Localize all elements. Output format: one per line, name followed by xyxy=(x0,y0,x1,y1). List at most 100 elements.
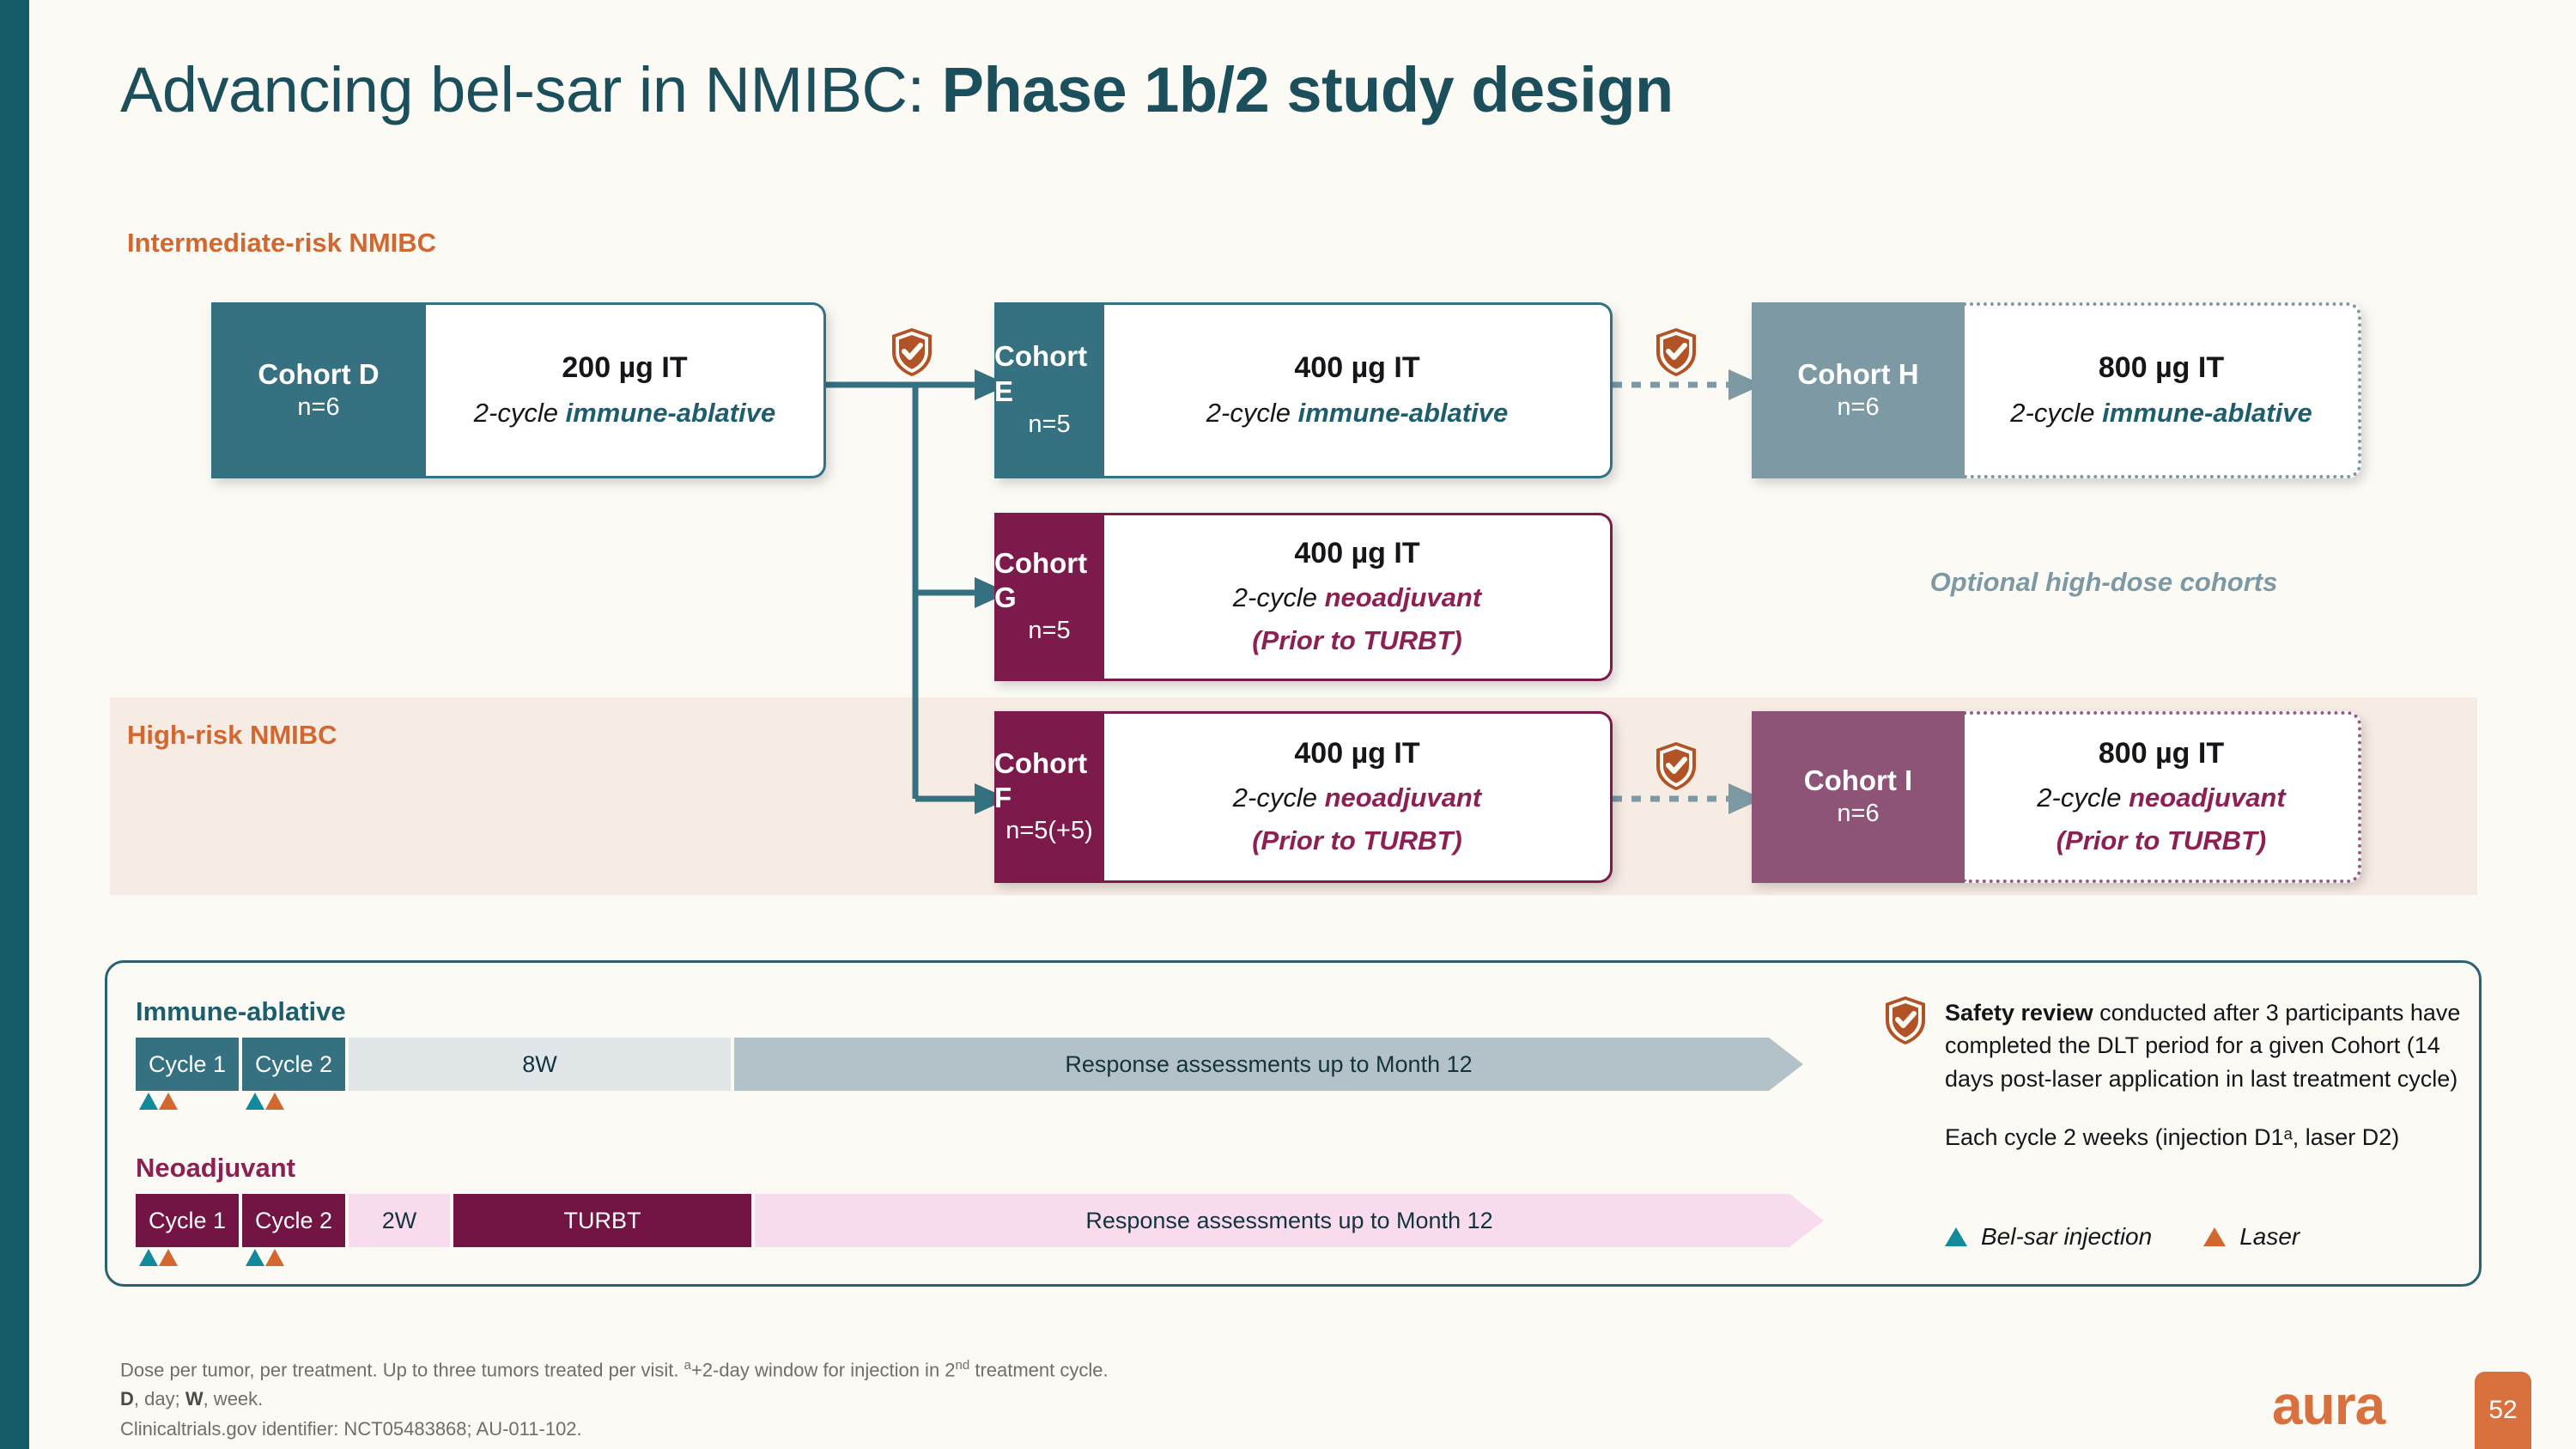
marker-legend: Bel-sar injection Laser xyxy=(1945,1223,2300,1251)
page-title-bold: Phase 1b/2 study design xyxy=(941,54,1674,125)
cohort-body-g: 400 µg IT 2-cycle neoadjuvant (Prior to … xyxy=(1104,513,1613,681)
cohort-body-e: 400 µg IT 2-cycle immune-ablative xyxy=(1104,302,1613,478)
cohort-dose: 800 µg IT xyxy=(2098,351,2225,385)
cohort-n: n=6 xyxy=(1837,800,1880,828)
footnote-line-1: Dose per tumor, per treatment. Up to thr… xyxy=(120,1355,1109,1385)
cohort-tag-g: Cohort G n=5 xyxy=(994,513,1104,681)
timeline-cycle-1: Cycle 1 xyxy=(136,1038,239,1091)
cohort-name: Cohort H xyxy=(1797,357,1919,390)
cohort-body-i: 800 µg IT 2-cycle neoadjuvant (Prior to … xyxy=(1965,711,2361,883)
cohort-regimen: 2-cycle neoadjuvant xyxy=(1233,580,1481,616)
regimen-prefix: 2-cycle xyxy=(2037,782,2129,813)
timeline-gap-2w: 2W xyxy=(349,1194,450,1247)
page-title: Advancing bel-sar in NMIBC: Phase 1b/2 s… xyxy=(120,53,2439,126)
cohort-n: n=5 xyxy=(1028,617,1071,645)
arrow-label: Response assessments up to Month 12 xyxy=(1085,1207,1493,1233)
cohort-name: Cohort D xyxy=(258,357,380,390)
regimen-prefix: 2-cycle xyxy=(1232,582,1325,613)
timeline-row-immune: Cycle 1 Cycle 2 8W Response assessments … xyxy=(136,1038,1803,1091)
cohort-name: Cohort E xyxy=(994,340,1088,407)
footnote-superscript: a xyxy=(683,1358,691,1373)
shield-check-icon xyxy=(1656,742,1696,790)
shield-check-icon xyxy=(892,328,932,376)
legend-laser-label: Laser xyxy=(2239,1223,2300,1250)
cohort-regimen: 2-cycle immune-ablative xyxy=(1206,395,1508,431)
safety-review-text: Safety review conducted after 3 particip… xyxy=(1945,996,2494,1154)
marker-injection-icon xyxy=(246,1093,264,1110)
footnote-text: +2-day window for injection in 2 xyxy=(690,1359,956,1381)
high-risk-label: High-risk NMIBC xyxy=(127,720,337,750)
cohort-dose: 200 µg IT xyxy=(562,351,688,385)
marker-laser-icon xyxy=(265,1249,284,1266)
cohort-dose: 400 µg IT xyxy=(1294,536,1420,569)
regimen-bold: neoadjuvant xyxy=(2129,782,2286,813)
cohort-tag-e: Cohort E n=5 xyxy=(994,302,1104,478)
regimen-prefix: 2-cycle xyxy=(2010,397,2103,428)
footnote-superscript: nd xyxy=(955,1358,970,1373)
cohort-card-h[interactable]: Cohort H n=6 800 µg IT 2-cycle immune-ab… xyxy=(1752,302,2361,478)
optional-cohorts-note: Optional high-dose cohorts xyxy=(1929,567,2278,597)
cohort-tag-d: Cohort D n=6 xyxy=(211,302,426,478)
abbrev-d: D xyxy=(120,1388,134,1410)
abbrev-d-text: , day; xyxy=(133,1388,185,1410)
abbrev-w: W xyxy=(185,1388,204,1410)
flow-connectors xyxy=(826,369,1763,814)
footnote-line-2: D, day; W, week. xyxy=(120,1385,1109,1414)
footnote-text: Dose per tumor, per treatment. Up to thr… xyxy=(120,1359,684,1381)
marker-injection-icon xyxy=(246,1249,264,1266)
regimen-bold: immune-ablative xyxy=(2102,397,2312,428)
cohort-name: Cohort I xyxy=(1803,764,1913,797)
regimen-bold: immune-ablative xyxy=(565,397,776,428)
cohort-card-i[interactable]: Cohort I n=6 800 µg IT 2-cycle neoadjuva… xyxy=(1752,711,2361,883)
shield-check-icon xyxy=(1656,328,1696,376)
cohort-card-e[interactable]: Cohort E n=5 400 µg IT 2-cycle immune-ab… xyxy=(994,302,1613,478)
arrow-shape xyxy=(755,1194,1824,1247)
footnote-text: treatment cycle. xyxy=(969,1359,1109,1381)
cohort-card-g[interactable]: Cohort G n=5 400 µg IT 2-cycle neoadjuva… xyxy=(994,513,1613,681)
safety-paragraph-1: Safety review conducted after 3 particip… xyxy=(1945,996,2494,1095)
shield-check-icon xyxy=(1886,996,1925,1044)
cohort-n: n=5 xyxy=(1028,410,1071,438)
cohort-tag-h: Cohort H n=6 xyxy=(1752,302,1965,478)
regimen-bold: neoadjuvant xyxy=(1324,582,1482,613)
cohort-subnote: (Prior to TURBT) xyxy=(1252,825,1462,856)
cohort-regimen: 2-cycle neoadjuvant xyxy=(2037,780,2285,816)
abbrev-w-text: , week. xyxy=(203,1388,264,1410)
timeline-cycle-2: Cycle 2 xyxy=(242,1194,345,1247)
cohort-n: n=5(+5) xyxy=(1005,817,1093,845)
timeline-heading-neoadjuvant: Neoadjuvant xyxy=(136,1153,296,1183)
cohort-card-f[interactable]: Cohort F n=5(+5) 400 µg IT 2-cycle neoad… xyxy=(994,711,1613,883)
safety-paragraph-2: Each cycle 2 weeks (injection D1ᵃ, laser… xyxy=(1945,1123,2400,1150)
regimen-prefix: 2-cycle xyxy=(1206,397,1298,428)
timeline-cycle-1: Cycle 1 xyxy=(136,1194,239,1247)
regimen-prefix: 2-cycle xyxy=(473,397,566,428)
cohort-regimen: 2-cycle immune-ablative xyxy=(2010,395,2312,431)
cohort-tag-f: Cohort F n=5(+5) xyxy=(994,711,1104,883)
cohort-tag-i: Cohort I n=6 xyxy=(1752,711,1965,883)
timeline-gap-8w: 8W xyxy=(349,1038,731,1091)
cohort-n: n=6 xyxy=(1837,393,1880,421)
cohort-dose: 400 µg IT xyxy=(1294,351,1420,385)
cohort-dose: 800 µg IT xyxy=(2098,736,2225,770)
cohort-name: Cohort G xyxy=(994,546,1088,614)
marker-injection-icon xyxy=(139,1093,158,1110)
footnote-line-3: Clinicaltrials.gov identifier: NCT054838… xyxy=(120,1417,582,1440)
regimen-bold: immune-ablative xyxy=(1297,397,1509,428)
page-title-plain: Advancing bel-sar in NMIBC: xyxy=(120,54,942,125)
timeline-heading-immune: Immune-ablative xyxy=(136,996,346,1026)
left-accent-bar xyxy=(0,0,29,1449)
legend-injection-icon xyxy=(1945,1227,1967,1246)
intermediate-risk-label: Intermediate-risk NMIBC xyxy=(127,228,437,258)
marker-laser-icon xyxy=(159,1093,178,1110)
regimen-bold: neoadjuvant xyxy=(1324,782,1482,813)
timeline-cycle-2: Cycle 2 xyxy=(242,1038,345,1091)
aura-logo: aura xyxy=(2272,1374,2385,1436)
arrow-shape xyxy=(734,1038,1803,1091)
timeline-row-neoadjuvant: Cycle 1 Cycle 2 2W TURBT Response assess… xyxy=(136,1194,1824,1247)
cohort-body-d: 200 µg IT 2-cycle immune-ablative xyxy=(426,302,826,478)
timeline-response-arrow-neoadjuvant: Response assessments up to Month 12 xyxy=(755,1194,1824,1247)
cohort-card-d[interactable]: Cohort D n=6 200 µg IT 2-cycle immune-ab… xyxy=(211,302,826,478)
legend-laser-icon xyxy=(2203,1227,2227,1246)
cohort-regimen: 2-cycle immune-ablative xyxy=(474,395,775,431)
